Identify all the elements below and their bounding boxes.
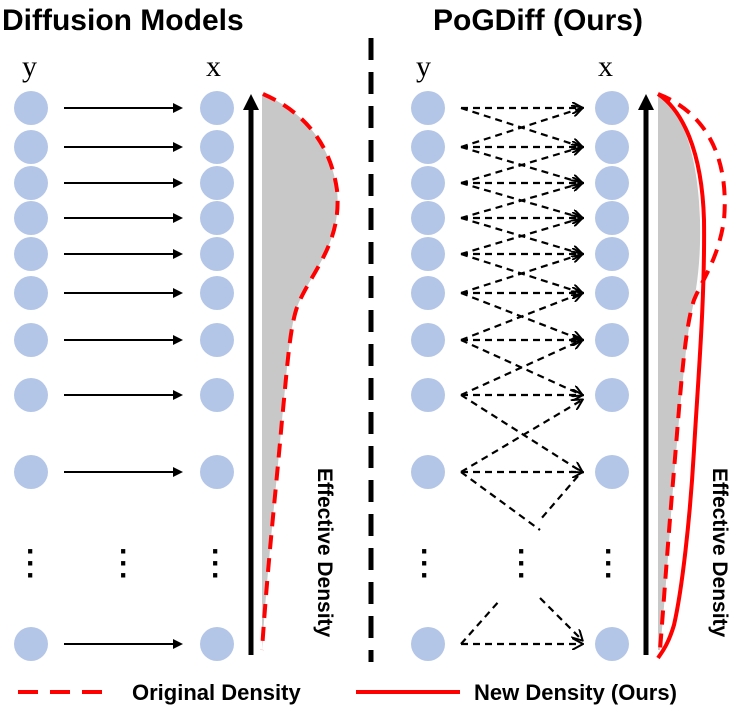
- right-mapping-arrow-partial: [460, 471, 541, 531]
- right-mapping-arrow: [460, 108, 582, 149]
- right-x-node: [595, 237, 629, 271]
- left-x-node: [200, 166, 234, 200]
- right-x-node: [595, 323, 629, 357]
- left-x-node: [200, 91, 234, 125]
- right-y-node: [411, 323, 445, 357]
- right-x-node: [595, 166, 629, 200]
- left-original-density-curve: [260, 92, 340, 651]
- left-x-node: [200, 276, 234, 310]
- left-y-node: [14, 276, 48, 310]
- right-y-node: [411, 237, 445, 271]
- legend-new-label: New Density (Ours): [474, 680, 677, 705]
- left-y-node: [14, 627, 48, 661]
- left-effective-density-fill: [262, 94, 338, 650]
- left-y-node: [14, 455, 48, 489]
- right-y-node: [411, 201, 445, 235]
- right-mapping-arrow-partial: [460, 599, 501, 645]
- right-panel: [411, 91, 727, 661]
- left-x-node: [200, 627, 234, 661]
- right-mapping-arrow: [460, 340, 582, 397]
- right-mapping-arrow: [460, 254, 582, 295]
- left-y-node: [14, 323, 48, 357]
- right-x-node: [595, 455, 629, 489]
- right-original-density-curve: [657, 92, 727, 651]
- left-x-node: [200, 323, 234, 357]
- left-x-node: [200, 455, 234, 489]
- left-y-node: [14, 130, 48, 164]
- right-mapping-arrow-partial: [539, 475, 579, 521]
- right-mapping-arrow: [539, 597, 582, 640]
- right-mapping-arrow: [460, 147, 582, 185]
- right-x-node: [595, 627, 629, 661]
- right-y-ellipsis: ···: [420, 535, 430, 592]
- left-panel-title: Diffusion Models: [2, 4, 244, 37]
- left-x-label: x: [206, 50, 221, 83]
- legend-original-label: Original Density: [132, 680, 301, 705]
- right-y-node: [411, 276, 445, 310]
- right-mapping-arrow: [460, 218, 582, 256]
- left-panel: [14, 91, 340, 661]
- left-y-node: [14, 237, 48, 271]
- right-x-node: [595, 276, 629, 310]
- left-x-node: [200, 201, 234, 235]
- right-y-node: [411, 455, 445, 489]
- right-x-node: [595, 91, 629, 125]
- left-y-node: [14, 166, 48, 200]
- left-y-node: [14, 201, 48, 235]
- right-panel-title: PoGDiff (Ours): [433, 4, 643, 37]
- right-y-label: y: [416, 50, 431, 83]
- right-x-ellipsis: ···: [604, 535, 614, 592]
- right-y-node: [411, 627, 445, 661]
- right-y-node: [411, 130, 445, 164]
- left-y-ellipsis: ···: [26, 535, 36, 592]
- left-x-ellipsis: ···: [211, 535, 221, 592]
- right-x-label: x: [598, 50, 613, 83]
- right-mapping-arrow: [460, 394, 582, 472]
- right-y-node: [411, 91, 445, 125]
- legend: Original Density New Density (Ours): [0, 676, 747, 712]
- right-x-node: [595, 378, 629, 412]
- right-x-node: [595, 130, 629, 164]
- right-y-node: [411, 166, 445, 200]
- right-x-node: [595, 201, 629, 235]
- left-x-node: [200, 130, 234, 164]
- left-x-node: [200, 237, 234, 271]
- left-y-label: y: [22, 50, 37, 83]
- left-arrow-ellipsis: ···: [119, 535, 129, 592]
- left-effective-density-label: Effective Density: [313, 468, 336, 638]
- right-mapping-arrow: [460, 183, 582, 220]
- right-y-node: [411, 378, 445, 412]
- right-arrow-ellipsis: ···: [517, 535, 527, 592]
- left-y-node: [14, 378, 48, 412]
- right-new-density-curve: [656, 92, 707, 660]
- right-mapping-arrow: [460, 293, 582, 342]
- right-effective-density-fill: [658, 94, 701, 650]
- left-y-node: [14, 91, 48, 125]
- right-effective-density-label: Effective Density: [708, 468, 731, 638]
- left-x-node: [200, 378, 234, 412]
